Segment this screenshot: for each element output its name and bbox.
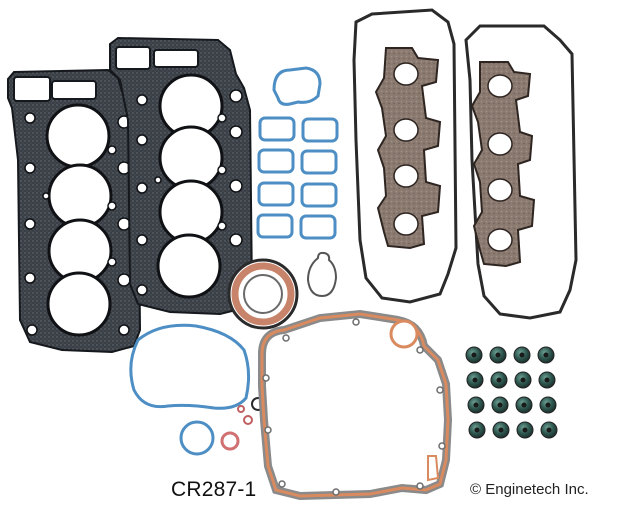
o-rings (179, 397, 265, 456)
intake-seals (256, 66, 339, 240)
middle-head-gasket (109, 36, 254, 316)
timing-cover-gasket (258, 309, 453, 501)
water-pump-gasket (129, 323, 251, 410)
left-head-gasket (7, 68, 142, 354)
rear-main-seal (227, 258, 299, 330)
valve-cover-gasket-left (352, 8, 458, 304)
oil-pump-seal (306, 251, 338, 298)
exhaust-manifold-gasket-right (470, 61, 536, 268)
exhaust-manifold-gasket-left (374, 47, 442, 250)
part-number-label: CR287-1 (171, 478, 257, 501)
valve-stem-seals (465, 346, 558, 439)
copyright-label: © Enginetech Inc. (470, 481, 589, 498)
valve-cover-gasket-right (464, 24, 578, 320)
